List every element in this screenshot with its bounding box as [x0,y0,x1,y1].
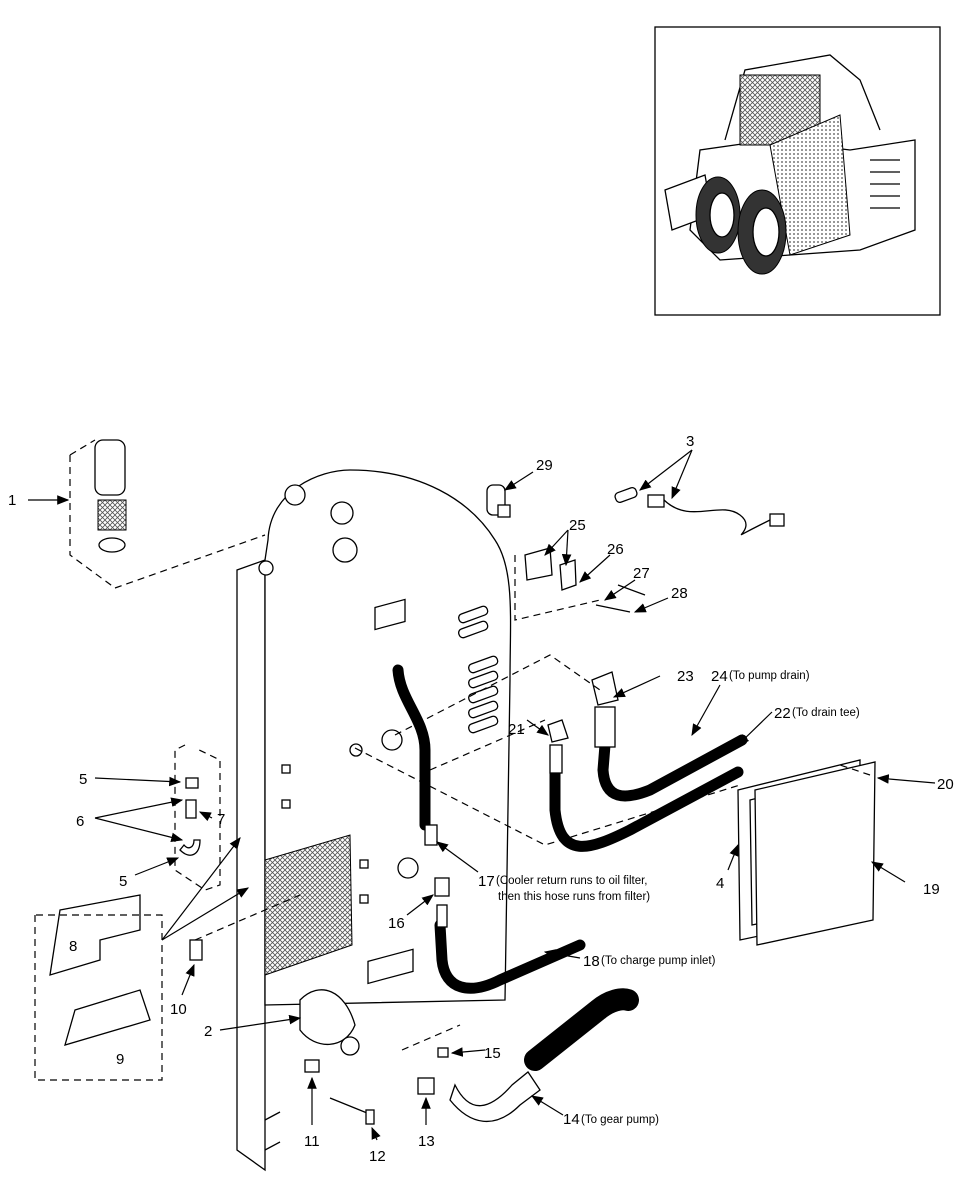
note-17-line2: then this hose runs from filter) [498,891,650,903]
hose-18 [434,919,586,994]
hose-24 [597,734,748,802]
callout-28: 28 [671,585,688,602]
cooler-mount-panel [236,469,512,1172]
callout-leaders [28,449,936,1141]
callout-15: 15 [484,1045,501,1062]
note-14: (To gear pump) [581,1114,659,1126]
callout-23: 23 [677,668,694,685]
hoses [392,664,748,1122]
callout-21: 21 [508,721,525,738]
machine-location-inset [654,26,941,316]
note-18: (To charge pump inlet) [601,955,716,967]
callout-labels: 1 2 3 4 5 5 6 7 8 9 10 11 12 13 14 (To g… [8,433,954,1165]
callout-29: 29 [536,457,553,474]
callout-17: 17 [478,873,495,890]
callout-24: 24 [711,668,728,685]
callout-13: 13 [418,1133,435,1150]
callout-16: 16 [388,915,405,932]
callout-20: 20 [937,776,954,793]
callout-18: 18 [583,953,600,970]
assembly-guide-lines [34,439,871,1081]
callout-12: 12 [369,1148,386,1165]
callout-7: 7 [217,811,225,828]
callout-11: 11 [304,1133,320,1150]
callout-26: 26 [607,541,624,558]
callout-3: 3 [686,433,694,450]
callout-2: 2 [204,1023,212,1040]
callout-19: 19 [923,881,940,898]
callout-22: 22 [774,705,791,722]
callout-9: 9 [116,1051,124,1068]
hose-22 [549,744,744,852]
callout-4: 4 [716,875,724,892]
hose-17 [392,664,431,831]
callout-6: 6 [76,813,84,830]
callout-8: 8 [69,938,77,955]
callout-14: 14 [563,1111,580,1128]
hose-14 [524,988,639,1071]
callout-27: 27 [633,565,650,582]
callout-5b: 5 [119,873,127,890]
fittings [49,439,876,1125]
note-24: (To pump drain) [729,670,810,682]
callout-25: 25 [569,517,586,534]
callout-10: 10 [170,1001,187,1018]
callout-1: 1 [8,492,16,509]
note-22: (To drain tee) [792,707,860,719]
callout-5a: 5 [79,771,87,788]
note-17-line1: (Cooler return runs to oil filter, [496,875,647,887]
